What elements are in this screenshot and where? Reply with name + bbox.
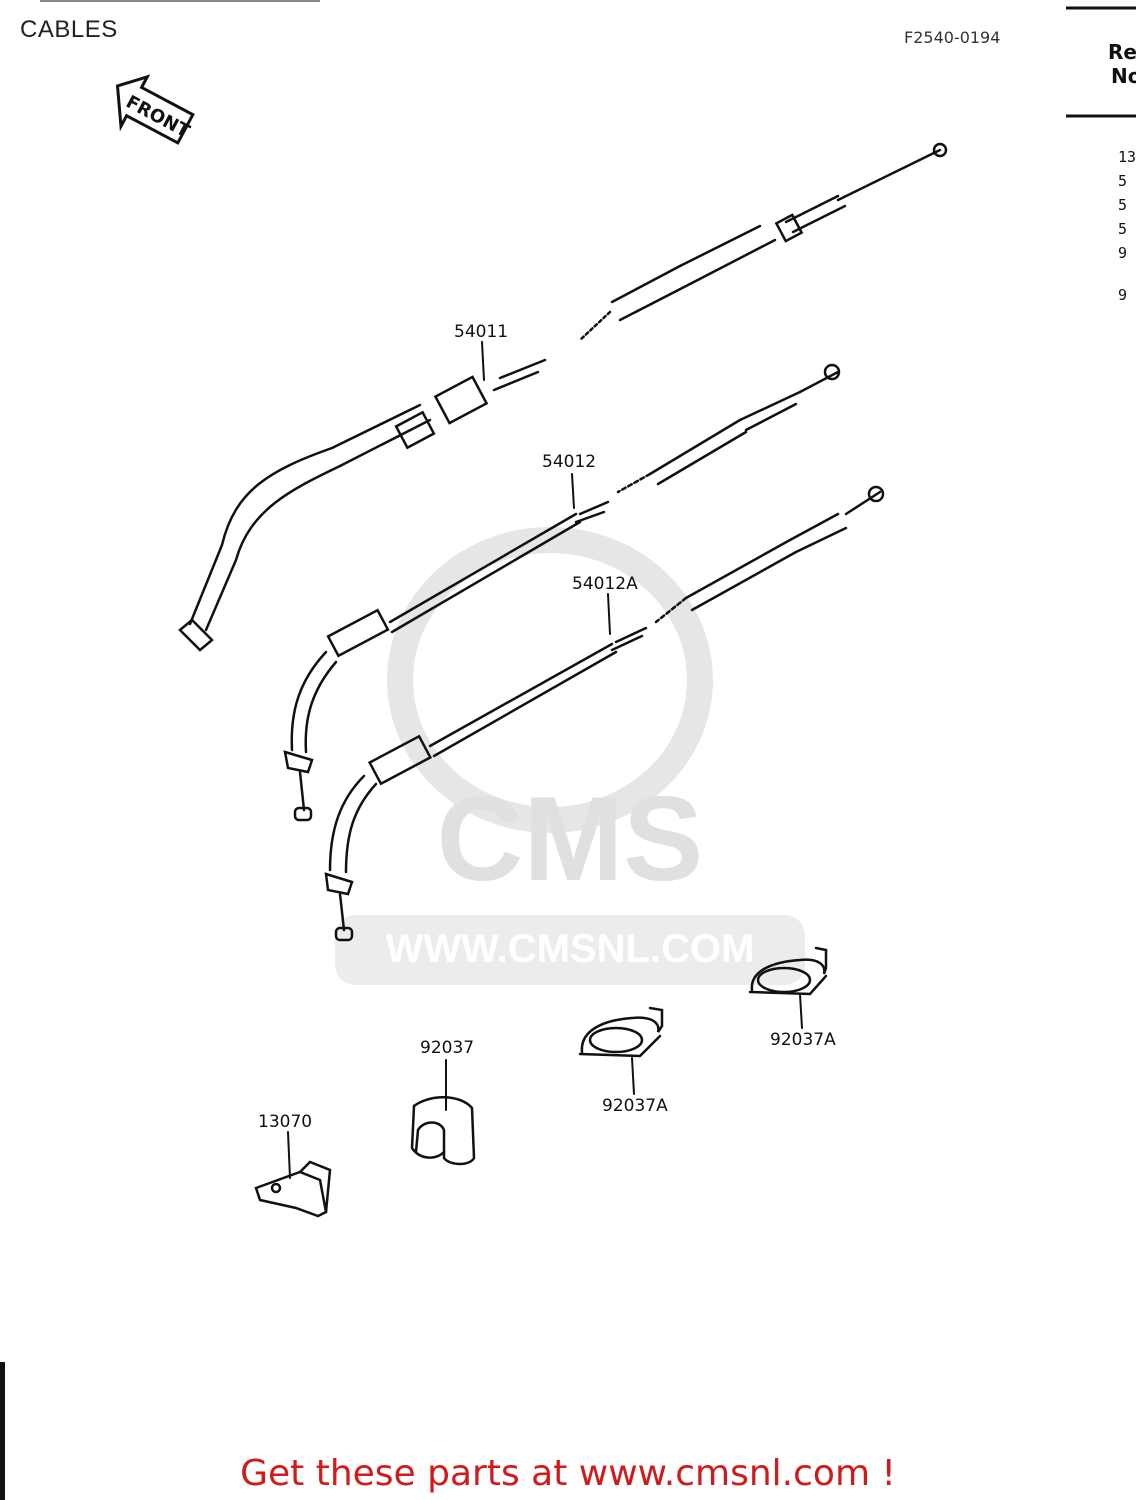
cable-54012-wire-gap bbox=[616, 472, 652, 494]
leader-92037A-middle bbox=[631, 1057, 635, 1095]
watermark-logo: CMS bbox=[437, 772, 704, 906]
clamp-92037A-right-base bbox=[748, 974, 828, 996]
leader-92037A-right bbox=[799, 993, 803, 1029]
cable-54012-nut bbox=[283, 750, 314, 774]
cable-54012-adjuster bbox=[738, 390, 802, 432]
cable-54012A-end-nipple bbox=[867, 485, 885, 503]
ref-heading-1: Re bbox=[1108, 40, 1136, 64]
clamp-92037A-right bbox=[748, 946, 828, 996]
cable-54012A-nut bbox=[324, 872, 354, 896]
ref-row: 9 bbox=[1118, 244, 1128, 262]
cable-54011-end-nipple bbox=[932, 142, 948, 158]
cable-54011-housing-mid bbox=[330, 403, 432, 468]
cable-54011-sleeve bbox=[433, 375, 489, 425]
ref-heading-2: No bbox=[1111, 64, 1136, 88]
cable-54012A-adjuster bbox=[788, 512, 848, 554]
ref-row: 5 bbox=[1118, 196, 1128, 214]
cable-54012-end-nipple bbox=[823, 363, 841, 381]
clip-92037-body bbox=[412, 1096, 476, 1166]
watermark-banner bbox=[335, 915, 805, 985]
cable-54012-housing bbox=[388, 512, 582, 634]
cable-54012-housing-upper bbox=[648, 418, 748, 486]
cable-54012A-sleeve bbox=[367, 734, 433, 786]
leader-13070 bbox=[287, 1131, 291, 1179]
clamp-92037A-right-band bbox=[750, 946, 828, 992]
watermark: CMS WWW.CMSNL.COM bbox=[335, 527, 805, 985]
clamp-92037A-middle-base bbox=[578, 1034, 662, 1058]
clamp-92037A-middle-hole bbox=[588, 1026, 644, 1054]
page-title: CABLES bbox=[20, 16, 118, 43]
cable-54012A-lower-wire bbox=[338, 892, 346, 932]
cable-54011-inner-wire bbox=[836, 148, 942, 202]
part-label-92037: 92037 bbox=[420, 1038, 475, 1058]
part-label-54012: 54012 bbox=[542, 452, 597, 472]
bracket-13070 bbox=[254, 1160, 332, 1218]
leader-lines bbox=[287, 341, 803, 1179]
cable-54012A-fitting bbox=[610, 626, 648, 652]
diagram-code: F2540-0194 bbox=[904, 28, 1001, 47]
cable-54011-wire-gap bbox=[578, 310, 612, 342]
left-margin-bar bbox=[0, 1362, 5, 1500]
part-label-54011: 54011 bbox=[454, 322, 509, 342]
clip-92037-side bbox=[410, 1104, 446, 1159]
ref-row: 13 bbox=[1118, 148, 1136, 166]
bracket-13070-flange bbox=[298, 1160, 332, 1214]
cable-54012-end bbox=[798, 370, 840, 394]
leader-54011 bbox=[481, 341, 485, 381]
front-arrow-icon bbox=[115, 74, 195, 145]
cable-54012A-housing-upper bbox=[684, 538, 798, 612]
cable-54012-lower-wire bbox=[298, 770, 306, 812]
part-label-13070: 13070 bbox=[258, 1112, 313, 1132]
bracket-13070-plate bbox=[254, 1170, 328, 1218]
cable-54011-nut bbox=[774, 213, 804, 243]
part-label-92037A-right: 92037A bbox=[770, 1030, 836, 1050]
cable-54011 bbox=[178, 142, 948, 652]
cable-54012-lower-nipple bbox=[293, 806, 313, 822]
cable-54012A-lower-nipple bbox=[334, 926, 354, 942]
reference-column-rules bbox=[1066, 6, 1136, 118]
cable-54011-housing-upper bbox=[678, 224, 777, 286]
reference-column: Re No 13 5 5 5 9 9 bbox=[1060, 0, 1136, 320]
cable-54011-fitting bbox=[492, 358, 547, 392]
front-sign: FRONT bbox=[115, 74, 195, 145]
cable-54012A-end bbox=[844, 490, 882, 516]
part-label-92037A-middle: 92037A bbox=[602, 1096, 668, 1116]
leader-54012 bbox=[571, 473, 575, 509]
cable-54012A-wire-gap bbox=[654, 596, 688, 624]
leader-54012A bbox=[607, 593, 611, 635]
cable-54011-housing-bend bbox=[188, 446, 342, 632]
clip-92037 bbox=[410, 1096, 476, 1166]
cable-54012-bend bbox=[290, 650, 338, 754]
ref-row: 9 bbox=[1118, 286, 1128, 304]
ref-row: 5 bbox=[1118, 220, 1128, 238]
cable-54012A bbox=[324, 485, 885, 942]
cable-54012-sleeve bbox=[326, 608, 390, 658]
cable-54012-fitting bbox=[574, 500, 610, 524]
cable-54011-end-cap bbox=[178, 618, 214, 652]
clamp-92037A-middle bbox=[578, 1006, 664, 1058]
cable-54011-adjuster bbox=[784, 194, 847, 234]
cable-54012A-bend bbox=[328, 774, 378, 874]
cable-54012 bbox=[283, 363, 841, 822]
bracket-13070-hole bbox=[270, 1182, 282, 1194]
part-label-54012A: 54012A bbox=[572, 574, 638, 594]
cable-54012A-housing bbox=[428, 642, 618, 758]
watermark-url: WWW.CMSNL.COM bbox=[386, 927, 755, 971]
cable-54011-sheath bbox=[610, 264, 692, 322]
cable-54011-joint bbox=[394, 410, 436, 450]
promo-link[interactable]: Get these parts at www.cmsnl.com ! bbox=[240, 1453, 896, 1494]
clamp-92037A-middle-band bbox=[580, 1006, 664, 1054]
ref-row: 5 bbox=[1118, 172, 1128, 190]
